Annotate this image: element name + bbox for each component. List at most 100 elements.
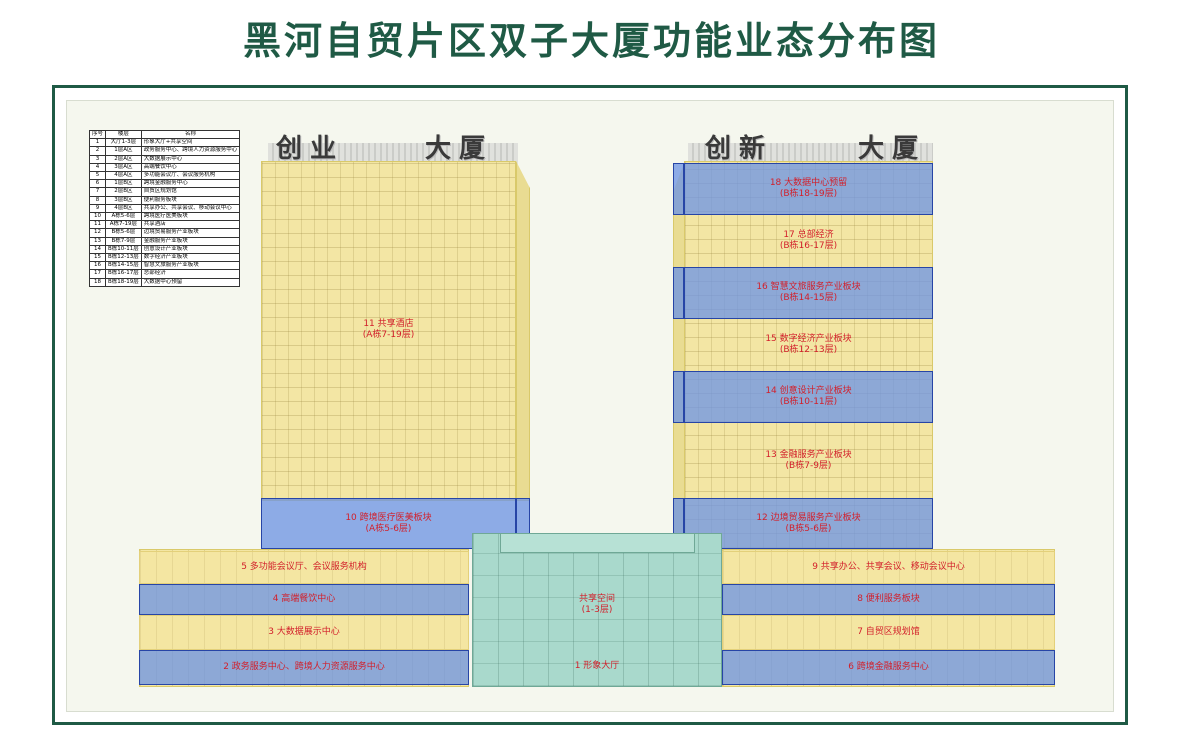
legend-cell-no: 7: [88, 187, 107, 197]
legend-cell-name: 创意设计产业板块: [140, 244, 241, 255]
legend-cell-name: 大数据中心预留: [140, 277, 241, 287]
hall-label-text: 1 形象大厅: [574, 660, 620, 671]
legend-cell-floor: B栋18-19层: [105, 277, 142, 287]
legend-cell-no: 9: [88, 203, 107, 214]
legend-cell-no: 15: [88, 253, 107, 263]
band-b14-line2: (B栋10-11层): [779, 397, 838, 407]
band-p8-label: 8 便利服务板块: [857, 594, 920, 604]
legend-cell-floor: 1层B区: [105, 179, 142, 189]
legend-cell-no: 1: [88, 138, 107, 148]
band-b17-line2: (B栋16-17层): [779, 241, 838, 251]
legend-cell-floor: 2层A区: [105, 154, 142, 164]
legend-cell-no: 14: [88, 244, 107, 255]
legend-cell-name: 多功能会议厅、会议服务机构: [140, 171, 241, 181]
legend-cell-no: 10: [88, 212, 107, 222]
band-a10-line1: 10 跨境医疗医美板块: [345, 512, 432, 523]
band-p4-label: 4 高端餐饮中心: [272, 594, 336, 604]
band-b15-line2: (B栋12-13层): [779, 345, 838, 355]
band-p7: 7 自贸区规划馆: [722, 615, 1055, 650]
band-p2: 2 政务服务中心、跨境人力资源服务中心: [139, 650, 469, 685]
legend-cell-no: 16: [88, 261, 107, 271]
band-b16-line1: 16 智慧文旅服务产业板块: [756, 282, 861, 292]
center-atrium-roof: [500, 533, 695, 553]
legend-cell-no: 8: [88, 195, 107, 205]
center-atrium: [472, 533, 722, 687]
legend-cell-name: 边境贸易服务产业板块: [140, 228, 241, 238]
legend-header-floor: 楼层: [105, 129, 142, 140]
center-label: 共享空间 (1-3层): [472, 585, 722, 625]
band-b15-line1: 15 数字经济产业板块: [765, 334, 852, 344]
band-p5: 5 多功能会议厅、会议服务机构: [139, 551, 469, 584]
legend-cell-name: 大数据展示中心: [140, 154, 241, 164]
legend-cell-floor: B栋10-11层: [105, 244, 142, 255]
band-b15: 15 数字经济产业板块 (B栋12-13层): [684, 319, 933, 371]
page-title: 黑河自贸片区双子大厦功能业态分布图: [242, 18, 940, 63]
legend-cell-name: 形象大厅+共享空间: [140, 138, 241, 148]
legend-cell-no: 4: [88, 162, 107, 173]
legend-cell-name: 数字经济产业板块: [140, 253, 241, 263]
tower-b-sign-right: 大厦: [858, 134, 927, 164]
hall-label: 1 形象大厅: [472, 655, 722, 677]
tower-a-sign-left: 创业: [276, 134, 345, 164]
band-b17-line1: 17 总部经济: [783, 230, 834, 240]
legend-cell-name: 共享办公、共享会议、移动会议中心: [140, 203, 241, 214]
legend-cell-floor: B栋16-17层: [105, 269, 142, 279]
legend-cell-name: 自贸区规划馆: [140, 187, 241, 197]
band-p3: 3 大数据展示中心: [139, 615, 469, 650]
legend-cell-name: 政务服务中心、跨境人力资源服务中心: [140, 146, 241, 156]
legend-cell-floor: 4层A区: [105, 171, 142, 181]
band-p2-label: 2 政务服务中心、跨境人力资源服务中心: [223, 662, 385, 672]
outer-frame: [52, 85, 1128, 725]
band-p6-label: 6 跨境金融服务中心: [848, 662, 929, 672]
band-p6: 6 跨境金融服务中心: [722, 650, 1055, 685]
band-b14-line1: 14 创意设计产业板块: [765, 386, 852, 396]
legend-cell-floor: B栋5-6层: [105, 228, 142, 238]
band-b18-line2: (B栋18-19层): [779, 189, 838, 199]
band-a11-line1: 11 共享酒店: [363, 318, 414, 329]
band-p5-label: 5 多功能会议厅、会议服务机构: [241, 562, 367, 572]
band-b16: 16 智慧文旅服务产业板块 (B栋14-15层): [684, 267, 933, 319]
legend-header-name: 名称: [140, 129, 241, 140]
legend-cell-floor: 3层A区: [105, 162, 142, 173]
legend-cell-no: 18: [88, 277, 107, 287]
band-p9: 9 共享办公、共享会议、移动会议中心: [722, 551, 1055, 584]
tower-a: [261, 161, 516, 501]
legend-cell-floor: 4层B区: [105, 203, 142, 214]
legend-cell-floor: 大厅1-3层: [105, 138, 142, 148]
band-a11: 11 共享酒店 (A栋7-19层): [261, 161, 516, 498]
legend-cell-name: 智慧文旅服务产业板块: [140, 261, 241, 271]
tower-b-sign-base: [688, 143, 933, 165]
legend-cell-name: 便利服务板块: [140, 195, 241, 205]
legend-cell-no: 13: [88, 236, 107, 246]
band-p8: 8 便利服务板块: [722, 584, 1055, 615]
band-b17: 17 总部经济 (B栋16-17层): [684, 215, 933, 267]
legend-header-row: 序号 楼层 名称: [88, 129, 241, 140]
legend-cell-name: 高端餐饮中心: [140, 162, 241, 173]
tower-b-sign-left: 创新: [705, 134, 774, 164]
band-b14: 14 创意设计产业板块 (B栋10-11层): [684, 371, 933, 423]
band-b13: 13 金融服务产业板块 (B栋7-9层): [684, 423, 933, 498]
band-b12-line1: 12 边境贸易服务产业板块: [756, 512, 861, 523]
legend-cell-name: 跨境医疗医美板块: [140, 212, 241, 222]
band-b16-side: [673, 267, 684, 319]
legend-cell-floor: 3层B区: [105, 195, 142, 205]
band-b12-line2: (B栋5-6层): [785, 523, 832, 534]
band-b16-line2: (B栋14-15层): [779, 293, 838, 303]
legend-cell-floor: B栋14-15层: [105, 261, 142, 271]
legend-cell-floor: A栋5-6层: [105, 212, 142, 222]
legend-cell-no: 17: [88, 269, 107, 279]
